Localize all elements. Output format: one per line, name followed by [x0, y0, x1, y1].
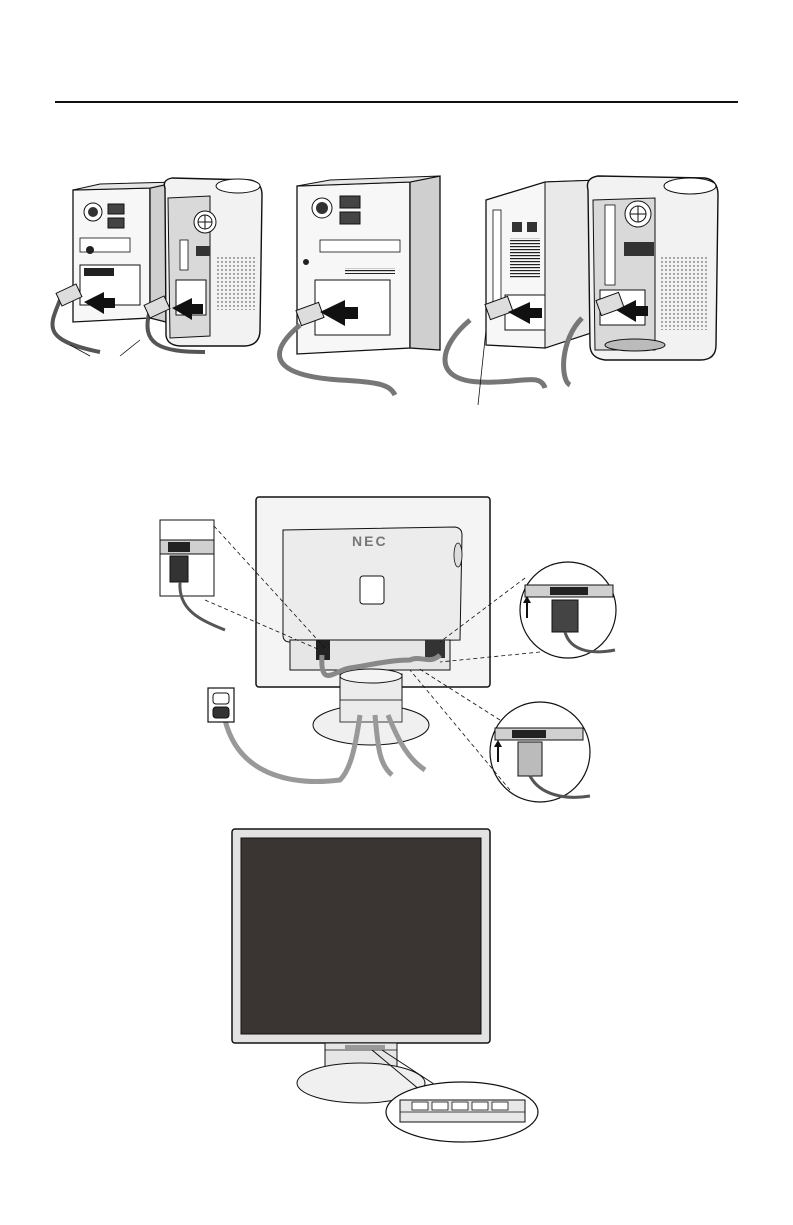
front-button-1 — [412, 1102, 428, 1110]
front-button-4 — [472, 1102, 488, 1110]
front-button-5 — [492, 1102, 508, 1110]
monitor-screen — [241, 838, 481, 1034]
front-button-3 — [452, 1102, 468, 1110]
front-button-2 — [432, 1102, 448, 1110]
